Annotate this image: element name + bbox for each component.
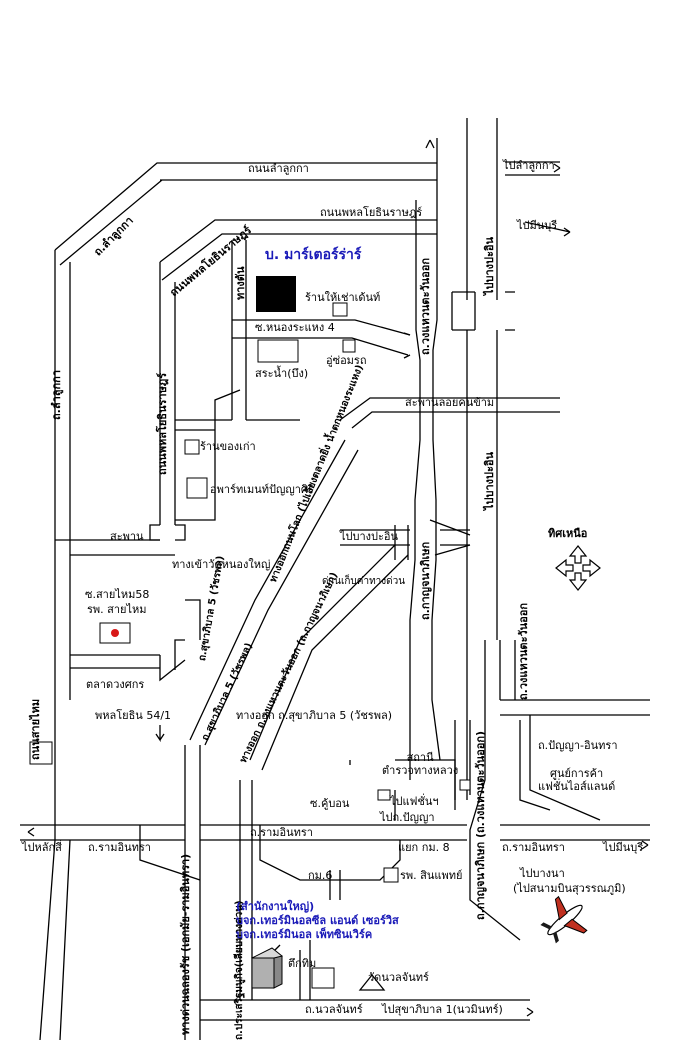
road-soi-khubon: ซ.คู้บอน [310,797,350,810]
map-title: บ. มาร์เตอร์ร่าร์ [265,247,362,263]
road-ram-inthra-mid: ถ.รามอินทรา [250,826,313,839]
hospital-cross [111,629,119,637]
direction-to-minburi-top: ไปมีนบุรี [517,219,558,232]
expressway-diag-a [189,439,359,746]
compass-icon [555,545,601,591]
road-bridge-left: สะพาน [110,530,144,543]
hq-company-1: บจก.เทอร์มินอลซีล แอนด์ เซอร์วิส [236,913,399,927]
road-lumlukka-top: ถนนลำลูกกา [248,162,309,175]
road-kanchana-upper: ถ.กาญจนาภิเษก [419,541,432,620]
expressway-diag-b [249,544,409,771]
hq-company-2: บจก.เทอร์มินอล เพ็ทซินเวิร์ค [236,927,373,941]
place-dental-shop: ร้านให้เช่าเด้นท์ [305,291,381,304]
lumlukka-left-vertical [54,250,71,840]
place-hospital: รพ. สายไหม [87,603,147,616]
place-toll-gate: ด่านเก็บค่าทางด่วน [322,576,406,587]
ram-inthra-road [20,824,650,841]
direction-to-sukhaphiban1: ไปสุขาภิบาล 1(นวมินทร์) [382,1003,503,1016]
lumlukka-road-top [54,162,437,266]
place-police: สถานี ตำรวจทางหลวง [382,751,459,777]
road-nuanchan: ถ.นวลจันทร์ [305,1003,363,1016]
direction-to-lumlukka: ไปลำลูกกา [503,159,555,172]
frontage-left [409,200,421,780]
road-sukhapiban5-exit: ทางออก ถ.สุขาภิบาล 5 (วัชรพล) [236,709,393,722]
direction-to-panya: ไปถ.ปัญญา [380,811,435,824]
road-outer-ring-right: ถ.วงแหวนตะวันออก [517,602,530,700]
road-panyaindra: ถ.ปัญญา-อินทรา [538,739,618,752]
nuanchan-road [200,999,530,1021]
compass-label: ทิศเหนือ [548,527,588,540]
road-pedestrian-bridge: สะพานลอยคนข้าม [405,396,495,409]
place-wat-nuanchan: วัดนวลจันทร์ [368,971,429,984]
headquarters-label: (สำนักงานใหญ่) บจก.เทอร์มินอลซีล แอนด์ เ… [236,900,399,941]
road-wongwaen-upper: ถ.วงแหวนตะวันออก [419,257,432,355]
road-lumlukka-vertical: ถ.ลำลูกกา [50,370,63,420]
place-fashion-island: ศูนย์การค้า แฟชั่นไอส์แลนด์ [538,767,616,793]
direction-bangpa-in-lower: ไปบางปะอิน [483,451,496,510]
road-expressway-vertical: ทางด่วนฉลองรัช (เอกมัย-รามอินทรา) [179,853,192,1035]
hq-building [251,957,275,989]
direction-to-lak-si: ไปหลักสี่ [22,841,62,854]
road-ram-inthra-right: ถ.รามอินทรา [502,841,565,854]
place-pond: สระน้ำ(บึง) [255,367,309,380]
place-apartment: อพาร์ทเมนท์ปัญญาศิริ [210,483,314,496]
phahon-road-top [159,219,437,281]
direction-to-suvarnabhumi: (ไปสนามบินสุวรรณภูมิ) [513,882,626,895]
pedestrian-bridge [339,397,560,429]
road-ram-inthra-left: ถ.รามอินทรา [88,841,151,854]
road-km6: กม.6 [308,869,333,882]
direction-to-fashion: ไปแฟชั่นฯ [390,795,439,808]
road-wat-nong-yai: ทางเข้าวัดหนองใหญ่ [172,558,271,571]
place-repair-shop: อู่ซ่อมรถ [326,354,367,367]
highway-lower-right [469,640,521,941]
expressway-vertical [184,745,201,1040]
direction-to-bangna: ไปบางนา [520,867,565,880]
place-sinphaet: รพ. สินแพทย์ [400,869,463,882]
road-soi-saimai58: ซ.สายไหม58 [85,588,150,601]
place-market: ตลาดวงศกร [86,678,145,691]
phahon-left-vertical [159,262,176,525]
direction-to-minburi-bottom: ไปมีนบุรี [603,841,644,854]
road-phahon-vertical: ถนนพหลโยธินราษฎร์ [156,372,169,475]
road-dead-end: ทางตัน [234,266,247,300]
hq-heading: (สำนักงานใหญ่) [236,900,315,913]
road-east-ring-lower: ถ.กาญจนาภิเษก (ถ.วงแหวนตะวันออก) [474,730,487,920]
soi-nongrahaeng-4 [232,319,411,356]
place-tuk-thim: ตึกทิม [288,957,317,970]
direction-bangpa-in-upper: ไปบางปะอิน [483,236,496,295]
frontage-right [431,138,441,761]
target-building [256,276,296,312]
road-km8: แยก กม. 8 [398,841,450,854]
road-phahon-5441: พหลโยธิน 54/1 [95,709,172,722]
road-phahon-top: ถนนพหลโยธินราษฎร์ [320,206,423,219]
airplane-icon [540,895,588,944]
road-saimai: ถนนสายไหม [29,698,42,760]
road-soi-nongrahaeng: ซ.หนองระแหง 4 [255,321,335,334]
place-antique-shop: ร้านของเก่า [200,440,256,453]
direction-to-bangpa-in: ไปบางปะอิน [340,530,399,543]
